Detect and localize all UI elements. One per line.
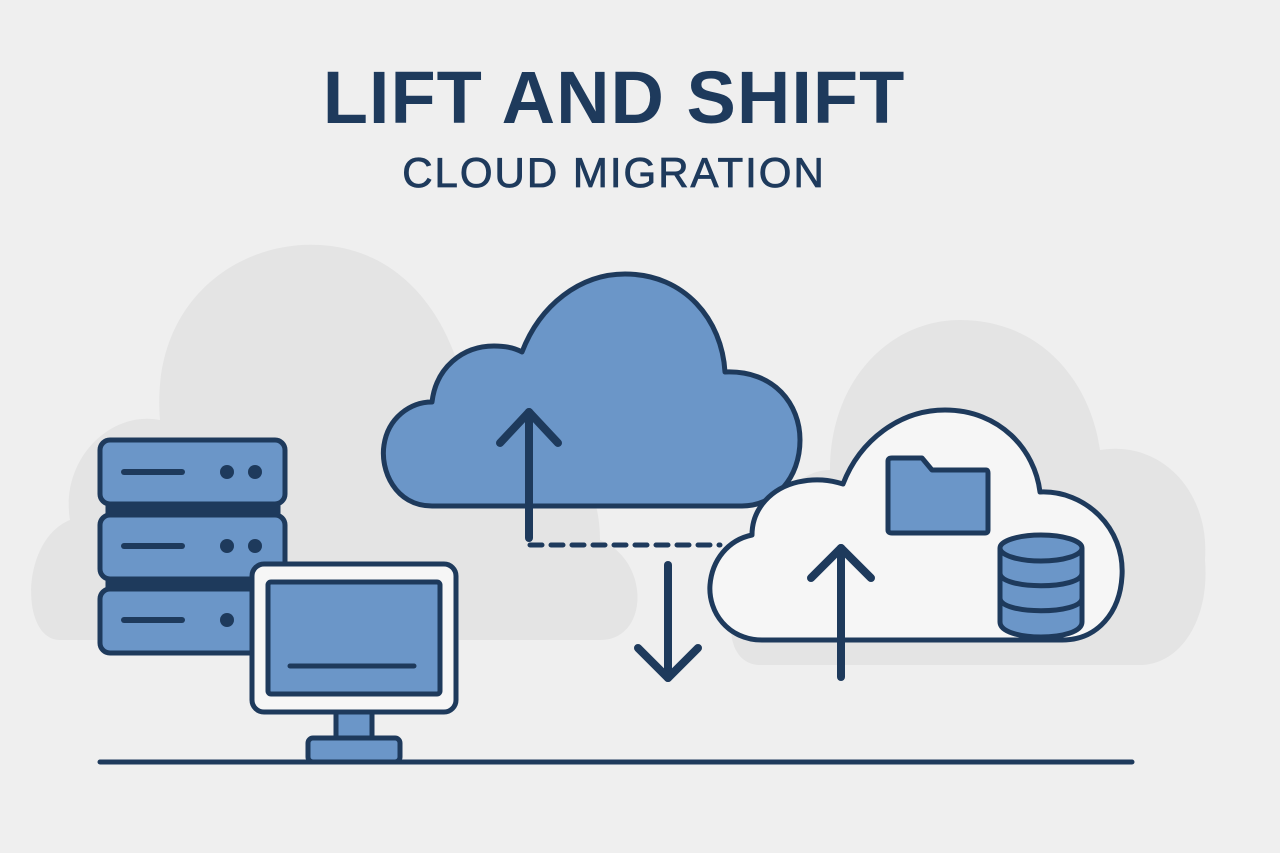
download-arrow-icon xyxy=(634,561,702,682)
monitor-icon xyxy=(249,561,459,765)
folder-icon xyxy=(885,455,991,536)
upload-arrow-icon xyxy=(496,408,562,542)
page-title: LIFT AND SHIFT xyxy=(322,56,906,139)
upload-arrow-icon xyxy=(807,544,875,681)
source-cloud-icon xyxy=(380,271,803,509)
database-icon xyxy=(997,532,1085,640)
page-subtitle: CLOUD MIGRATION xyxy=(402,149,826,197)
server-rack-icon xyxy=(97,437,288,656)
